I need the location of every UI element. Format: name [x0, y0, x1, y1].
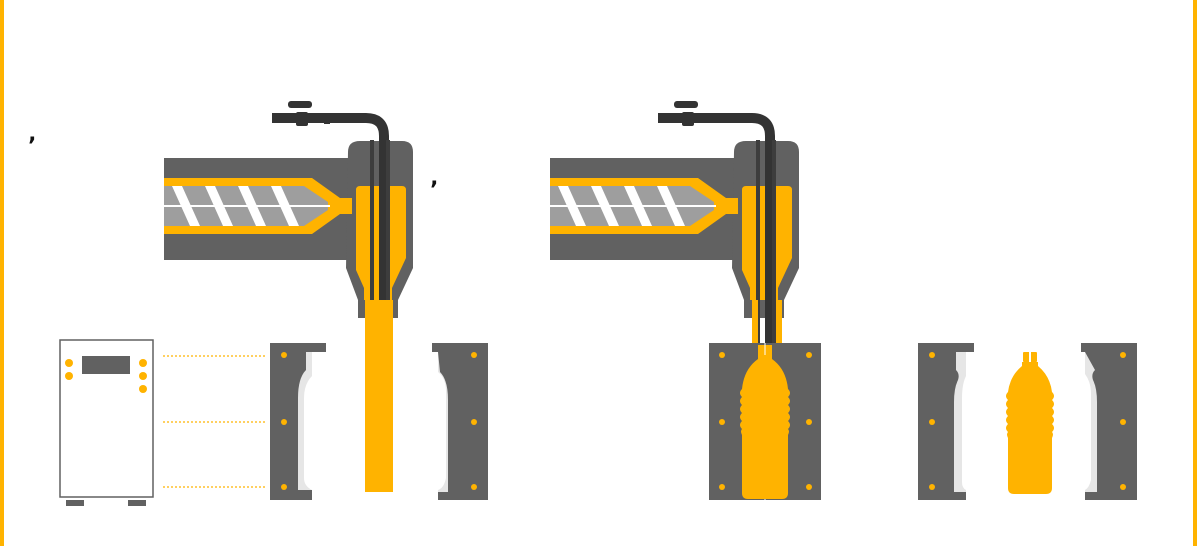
mold-half-icon	[432, 343, 488, 500]
valve-icon	[288, 101, 312, 108]
injection-unit-icon	[164, 141, 413, 318]
extruder-screw-icon	[164, 178, 352, 234]
valve-icon	[674, 101, 698, 108]
apostrophe-mark-left: ’	[28, 134, 37, 159]
bottle-icon	[1006, 352, 1054, 494]
signal-line-icon	[163, 355, 266, 488]
control-cabinet-icon	[59, 339, 154, 506]
right-border-line	[1193, 0, 1197, 546]
extruder-screw-icon	[550, 178, 738, 234]
mold-half-icon	[918, 343, 974, 500]
bottle-icon	[740, 345, 790, 499]
left-border-line	[0, 0, 4, 546]
stage-injection	[59, 101, 488, 506]
mold-half-icon	[270, 343, 326, 500]
stage-ejection	[918, 343, 1137, 500]
injection-unit-icon	[550, 141, 799, 318]
apostrophe-mark-middle: ’	[430, 178, 439, 203]
preform-icon	[365, 300, 393, 492]
air-pipe-icon	[658, 101, 782, 350]
mold-half-icon	[1081, 343, 1137, 500]
stage-blow-molding	[550, 101, 821, 500]
